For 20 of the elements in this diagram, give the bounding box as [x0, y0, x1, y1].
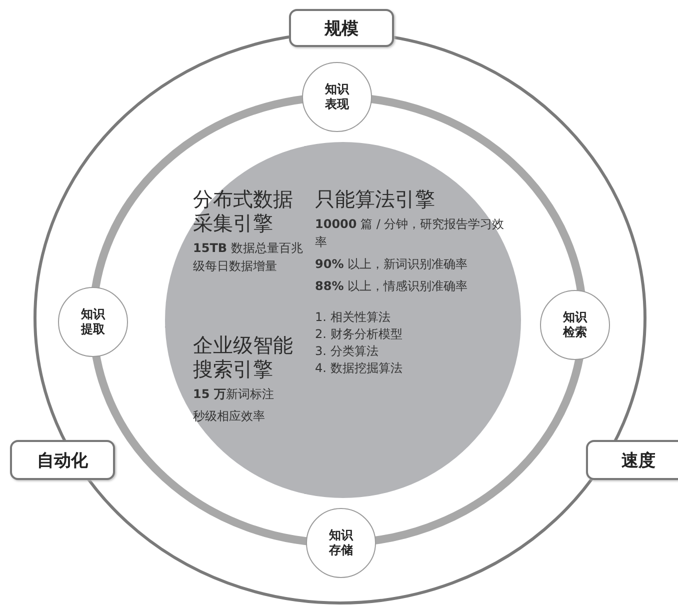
stat-text: 10000 篇 / 分钟，研究报告学习效率 — [315, 216, 506, 251]
stat-text: 88% 以上，情感识别准确率 — [315, 278, 469, 295]
circle-node: 知识提取 — [58, 287, 128, 357]
circle-node: 知识检索 — [540, 290, 610, 360]
segment-title: 分布式数据采集引擎 — [193, 187, 294, 235]
segment-title: 企业级智能搜索引擎 — [193, 333, 294, 381]
segment-title: 只能算法引擎 — [315, 187, 436, 211]
label-box: 自动化 — [10, 440, 115, 480]
list-item: 2. 财务分析模型 — [315, 326, 404, 343]
label-box: 规模 — [289, 9, 394, 47]
circle-node: 知识存储 — [306, 508, 376, 578]
circle-node: 知识表现 — [302, 62, 372, 132]
stat-text: 15TB 数据总量百兆级每日数据增量 — [193, 240, 304, 275]
stat-text: 秒级相应效率 — [193, 408, 266, 425]
stat-text: 15 万新词标注 — [193, 386, 275, 403]
label-box: 速度 — [586, 440, 678, 480]
list-item: 1. 相关性算法 — [315, 309, 392, 326]
list-item: 4. 数据挖掘算法 — [315, 360, 404, 377]
list-item: 3. 分类算法 — [315, 343, 380, 360]
stat-text: 90% 以上，新词识别准确率 — [315, 256, 469, 273]
